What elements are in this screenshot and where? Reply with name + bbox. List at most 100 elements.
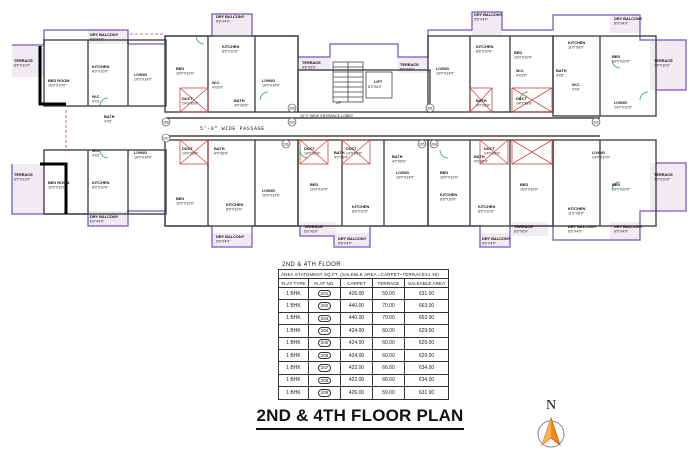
unit-number: 203 (289, 120, 295, 124)
ducts (65, 33, 553, 165)
room-name: DUCT (304, 146, 315, 151)
room-size: 4'X3' (92, 153, 100, 157)
flat-number-cell: 209 (308, 386, 341, 400)
room-size: 14'0"X10'0" (592, 155, 611, 159)
room-size: 10'0"X14'0" (262, 193, 281, 197)
room-size: 4'X3'0" (516, 73, 528, 77)
flat-number-cell: 206 (308, 348, 341, 363)
saleable-area-cell: 663.00 (404, 311, 449, 326)
carpet-cell: 424.00 (340, 336, 373, 350)
door-swings (99, 35, 649, 191)
room-name: DRY BALCONY (474, 12, 503, 17)
room-name: BATH (214, 146, 225, 151)
room-size: 11'0"X8'0" (568, 211, 585, 215)
flat-number-cell: 201 (308, 286, 341, 301)
room-size: 10'0"X14'0" (396, 175, 415, 179)
carpet-cell: 422.00 (340, 361, 373, 375)
north-indicator: N (536, 398, 566, 454)
room-name: LIVING (262, 188, 275, 193)
room-name: KITCHEN (568, 206, 585, 211)
floor-plan-drawing: 209 201 202 204 205 206 207 208 203 5'-0… (11, 11, 687, 248)
title-underline (256, 428, 464, 430)
room-name: BATH (476, 98, 487, 103)
table-header-row: FLAT TYPE FLAT NO. CARPET TERRACE SALEAB… (278, 278, 449, 288)
room-size: 4'X3'0" (212, 85, 224, 89)
flat-number-cell: 204 (308, 324, 341, 338)
stair-up-label: UP (336, 101, 342, 105)
unit-number: 205 (419, 142, 425, 146)
saleable-area-cell: 629.00 (404, 324, 449, 338)
room-name: KITCHEN (476, 44, 493, 49)
room-name: BED (520, 182, 528, 187)
room-name: BED (176, 196, 184, 201)
flat-number-badge: 207 (317, 364, 332, 372)
room-size: 6'0"X4'0" (90, 37, 105, 41)
saleable-area-cell: 629.00 (404, 348, 449, 363)
room-name: BATH (334, 150, 345, 155)
room-name: LIVING (436, 66, 449, 71)
area-statement-table: AREA STATEMENT SQ.FT. (SALEBLE AREA =CAR… (278, 269, 449, 400)
flat-number-badge: 208 (317, 376, 332, 385)
room-name: DRY BALCONY (90, 32, 119, 37)
room-size: 10'0"X10'0" (514, 55, 533, 59)
column-header: SALEABLE AREA (404, 278, 449, 288)
room-size: 14'0"X8'6" (182, 151, 199, 155)
terrace-cell: 60.00 (372, 324, 405, 338)
room-name: BED (514, 50, 522, 55)
room-size: 10'0"X10'0" (440, 175, 459, 179)
room-size: 10'0"X10'0" (310, 187, 329, 191)
room-size: 14'0"X8'6" (346, 151, 363, 155)
north-arrow-icon (537, 416, 565, 448)
room-size: 6'6"X4'0" (216, 239, 231, 243)
carpet-cell: 424.00 (340, 324, 373, 338)
room-size: 10'0"X14'0" (134, 155, 153, 159)
carpet-cell: 440.00 (340, 299, 373, 313)
page-title: 2ND & 4TH FLOOR PLAN (256, 406, 464, 425)
room-size: 14'0"X8'6" (516, 101, 533, 105)
building-outline (11, 11, 687, 248)
lift-size: 6'3"X6'3" (368, 85, 383, 89)
column-header: FLAT NO. (308, 278, 341, 288)
room-size: 8'6"X10'0" (352, 209, 369, 213)
room-name: DRY BALCONY (614, 224, 643, 229)
room-name: TERRACE (514, 224, 533, 229)
room-name: DRY BALCONY (338, 236, 367, 241)
table-caption-row: AREA STATEMENT SQ.FT. (SALEBLE AREA =CAR… (278, 269, 449, 279)
flat-type-cell: 1 BHK (278, 299, 309, 313)
room-size: 6'0"X4'0" (614, 21, 629, 25)
table-caption: AREA STATEMENT SQ.FT. (SALEBLE AREA =CAR… (278, 269, 449, 279)
room-name: W.C. (516, 68, 524, 73)
flat-type-cell: 1 BHK (278, 311, 309, 326)
lift-label: LIFT (374, 79, 383, 84)
column-header: FLAT TYPE (278, 278, 309, 288)
room-size: 8'6"X10'0" (478, 209, 495, 213)
unit-number: 201 (427, 106, 433, 110)
room-name: W.C. (572, 82, 580, 87)
entrance-lobby-label: 10' 0" WIDE ENTRANCE LOBBY (300, 114, 354, 118)
room-size: 4'0"X6'0" (474, 159, 489, 163)
room-size: 4'0"X6'0" (392, 159, 407, 163)
saleable-area-cell: 629.00 (404, 336, 449, 350)
room-size: 10'0"X10'0" (612, 59, 631, 63)
room-size: 6'6"X6'0" (514, 229, 529, 233)
room-size: 6'6"X4'0" (482, 241, 497, 245)
room-size: 10'0"X14'0" (436, 71, 455, 75)
flat-type-cell: 1 BHK (278, 373, 309, 388)
room-size: 14'0"X8'6" (182, 101, 199, 105)
room-name: BATH (556, 68, 567, 73)
room-size: 10'0"X14'0" (134, 77, 153, 81)
unit-number: 208 (163, 120, 169, 124)
room-name: BED (310, 182, 318, 187)
room-name: BATH (104, 114, 115, 119)
room-size: 4'X5' (556, 73, 564, 77)
room-size: 7'0"X10'0" (654, 177, 671, 181)
room-name: BATH (474, 154, 485, 159)
room-size: 6'6"X4'0" (568, 229, 583, 233)
room-size: 10'0"X14'0" (262, 83, 281, 87)
room-name: LIVING (134, 150, 147, 155)
